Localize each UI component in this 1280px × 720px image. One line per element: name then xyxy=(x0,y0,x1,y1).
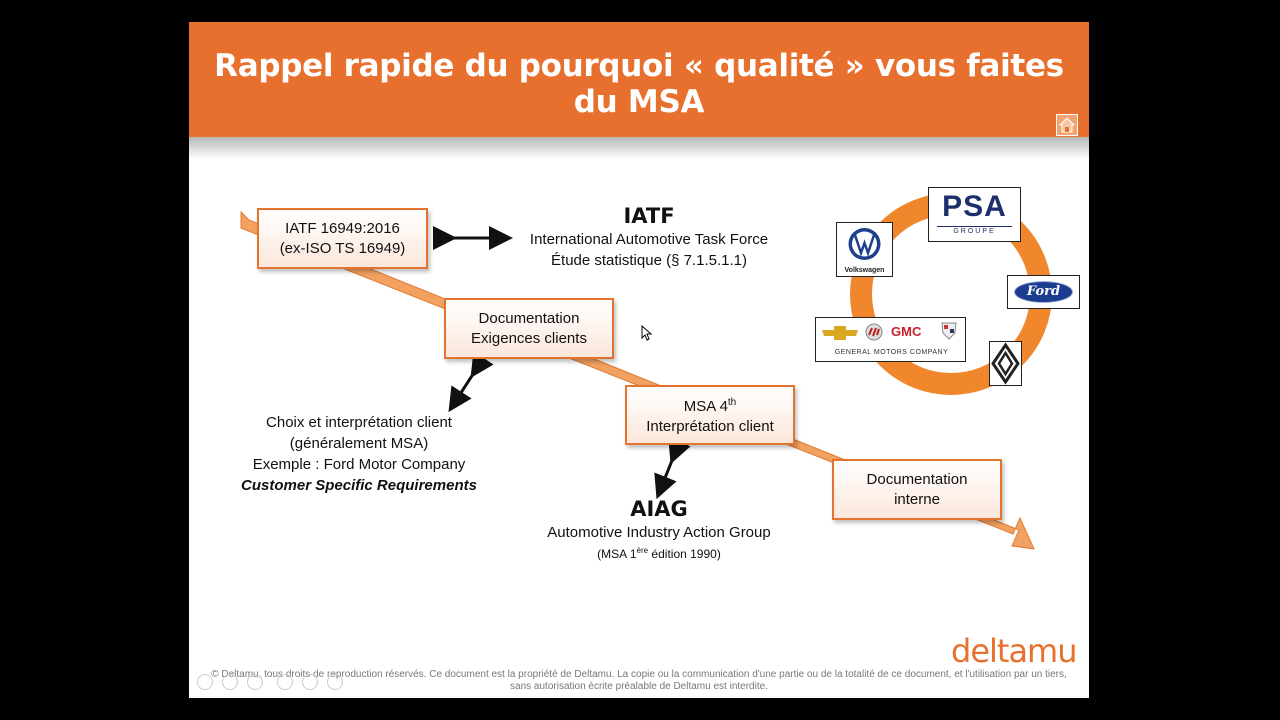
box-iatf-line2: (ex-ISO TS 16949) xyxy=(279,239,406,257)
home-icon xyxy=(1058,117,1076,133)
iatf-heading: IATF xyxy=(623,204,675,228)
box-msa-line2: Interprétation client xyxy=(646,418,774,435)
control-grid-icon[interactable] xyxy=(277,674,293,690)
chevrolet-icon xyxy=(822,326,858,340)
client-line4: Customer Specific Requirements xyxy=(241,477,477,494)
footer-copyright: © Deltamu, tous droits de reproduction r… xyxy=(189,669,1089,693)
control-more-icon[interactable] xyxy=(327,674,343,690)
ford-label: Ford xyxy=(1026,284,1061,299)
box-documentation-interne: Documentation interne xyxy=(832,459,1002,520)
volkswagen-logo: Volkswagen xyxy=(836,222,893,277)
aiag-line1: Automotive Industry Action Group xyxy=(547,524,771,541)
psa-logo: PSA GROUPE xyxy=(928,187,1021,242)
aiag-line2: (MSA 1ère édition 1990) xyxy=(519,543,799,562)
control-pen-icon[interactable] xyxy=(247,674,263,690)
aiag-block: AIAG Automotive Industry Action Group (M… xyxy=(519,496,799,562)
footer-line2: sans autorisation écrite préalable de De… xyxy=(510,681,768,692)
deltamu-logo: deltamu xyxy=(951,632,1077,670)
client-block: Choix et interprétation client (générale… xyxy=(219,412,499,496)
header-shadow xyxy=(189,137,1089,159)
psa-logo-sub: GROUPE xyxy=(953,228,996,235)
box-iatf-16949: IATF 16949:2016 (ex-ISO TS 16949) xyxy=(257,208,428,269)
box-documentation-clients: Documentation Exigences clients xyxy=(444,298,614,359)
aiag-prefix: (MSA 1 xyxy=(597,547,637,561)
renault-diamond-icon xyxy=(991,342,1020,385)
box-iatf-line1: IATF 16949:2016 xyxy=(285,219,400,237)
control-next-icon[interactable] xyxy=(222,674,238,690)
client-line3: Exemple : Ford Motor Company xyxy=(252,456,466,473)
buick-icon xyxy=(865,323,883,341)
footer-line1: © Deltamu, tous droits de reproduction r… xyxy=(211,669,1067,680)
vw-emblem-icon xyxy=(848,228,881,260)
control-zoom-icon[interactable] xyxy=(302,674,318,690)
box-doc-line1: Documentation xyxy=(478,309,580,327)
home-button[interactable] xyxy=(1056,114,1078,136)
psa-logo-text: PSA xyxy=(942,190,1007,223)
iatf-block: IATF International Automotive Task Force… xyxy=(509,203,789,271)
mouse-cursor-icon xyxy=(641,325,653,341)
aiag-suffix: édition 1990) xyxy=(648,547,721,561)
gm-logo: GMC GENERAL MOTORS COMPANY xyxy=(815,317,966,362)
box-internal-line1: Documentation xyxy=(866,470,968,488)
box-doc-line2: Exigences clients xyxy=(471,329,587,347)
msa-sup: th xyxy=(727,397,737,408)
msa-prefix: MSA 4 xyxy=(683,398,728,415)
ford-oval: Ford xyxy=(1014,281,1073,303)
slide-header: Rappel rapide du pourquoi « qualité » vo… xyxy=(189,22,1089,137)
cadillac-icon xyxy=(941,322,957,340)
box-internal-line2: interne xyxy=(894,490,940,508)
vw-label: Volkswagen xyxy=(844,267,885,274)
iatf-line2: Étude statistique (§ 7.1.5.1.1) xyxy=(551,252,747,269)
box-msa-line1: MSA 4th xyxy=(646,393,774,417)
renault-logo xyxy=(989,341,1022,386)
gmc-label: GMC xyxy=(891,324,922,339)
iatf-line1: International Automotive Task Force xyxy=(529,231,769,248)
slide: Rappel rapide du pourquoi « qualité » vo… xyxy=(189,22,1089,698)
control-prev-icon[interactable] xyxy=(197,674,213,690)
client-line1: Choix et interprétation client xyxy=(266,414,452,431)
box-msa-4th: MSA 4th Interprétation client xyxy=(625,385,795,445)
aiag-sup: ère xyxy=(636,546,649,555)
slide-title: Rappel rapide du pourquoi « qualité » vo… xyxy=(214,48,1064,120)
psa-rule xyxy=(937,226,1012,227)
client-line2: (généralement MSA) xyxy=(289,435,429,452)
gm-label: GENERAL MOTORS COMPANY xyxy=(834,349,949,356)
ford-logo: Ford xyxy=(1007,275,1080,309)
aiag-heading: AIAG xyxy=(630,497,688,521)
